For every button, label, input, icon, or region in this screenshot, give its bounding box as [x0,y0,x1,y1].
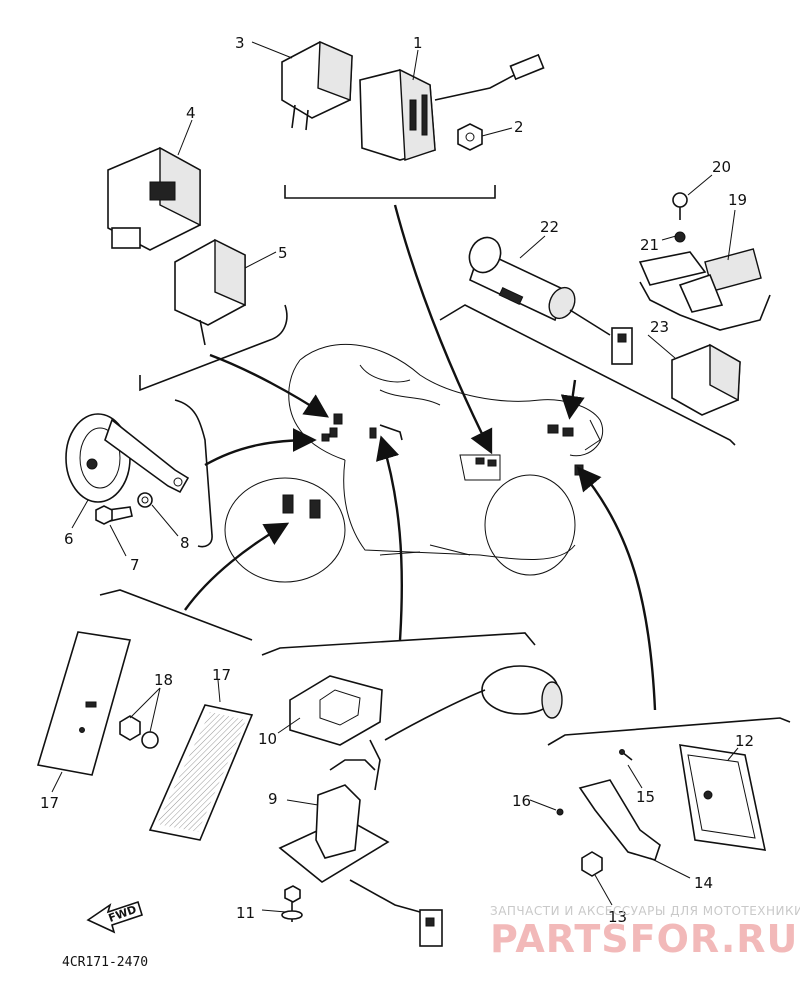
part-2-nut [457,123,483,151]
label-5: 5 [278,244,288,262]
part-20-screw [672,192,688,220]
label-22: 22 [540,218,559,236]
label-9: 9 [268,790,278,808]
label-1: 1 [413,34,423,52]
assembly-arrows [184,204,657,711]
part-14-bracket [578,779,661,861]
label-20: 20 [712,158,731,176]
label-16: 16 [512,792,531,810]
label-18: 18 [154,671,173,689]
part-3-relay [281,40,353,131]
label-7: 7 [130,556,140,574]
bracket-relays [139,304,288,392]
part-21-nut [674,231,686,243]
part-6-horn [65,413,190,503]
label-2: 2 [514,118,524,136]
part-9-fuel-sender [278,665,563,947]
part-7-bolt [95,505,133,525]
bracket-horn [174,399,213,548]
part-16-screw [556,808,564,816]
bracket-plate [547,717,791,746]
watermark-brand: PARTSFOR.RU [490,917,798,961]
watermark-tagline: ЗАПЧАСТИ И АКСЕССУАРЫ ДЛЯ МОТОТЕХНИКИ [490,904,800,918]
label-17-right: 17 [212,666,231,684]
label-14: 14 [694,874,713,892]
label-6: 6 [64,530,74,548]
bracket-fuel [261,632,536,656]
label-11: 11 [236,904,255,922]
label-21: 21 [640,236,659,254]
part-labels: 3 1 2 4 5 6 7 8 9 10 11 12 13 14 15 16 1… [40,34,754,926]
label-10: 10 [258,730,277,748]
label-8: 8 [180,534,190,552]
label-13: 13 [608,908,627,926]
drawing-code: 4CR171-2470 [62,955,148,970]
part-23-relay [671,343,741,416]
part-1-switch-block [359,53,545,161]
part-19-harness [638,248,771,331]
bracket-right [439,304,736,446]
label-3: 3 [235,34,245,52]
bracket-reflectors [99,589,253,641]
part-13-nut [581,851,603,877]
forward-marker: FWD [86,900,143,934]
connector-marks [282,413,584,519]
part-8-washer [137,492,153,508]
watermark: ЗАПЧАСТИ И АКСЕССУАРЫ ДЛЯ МОТОТЕХНИКИ PA… [490,904,800,961]
label-4: 4 [186,104,196,122]
label-12: 12 [735,732,754,750]
part-12-license-plate-light [679,744,767,851]
label-23: 23 [650,318,669,336]
part-15-screw [619,749,633,761]
leader-lines [51,41,739,913]
label-15: 15 [636,788,655,806]
part-10-gasket [289,675,383,746]
part-11-bolt [281,885,303,922]
part-5-flasher-relay [174,238,246,346]
bracket-top [284,185,496,199]
part-4-control-unit [107,146,201,251]
label-17-left: 17 [40,794,59,812]
part-17-reflector-left [36,631,132,776]
label-19: 19 [728,191,747,209]
motorcycle-outline [224,343,604,583]
part-17-reflector-right [148,704,254,841]
part-22-condenser [468,236,633,365]
